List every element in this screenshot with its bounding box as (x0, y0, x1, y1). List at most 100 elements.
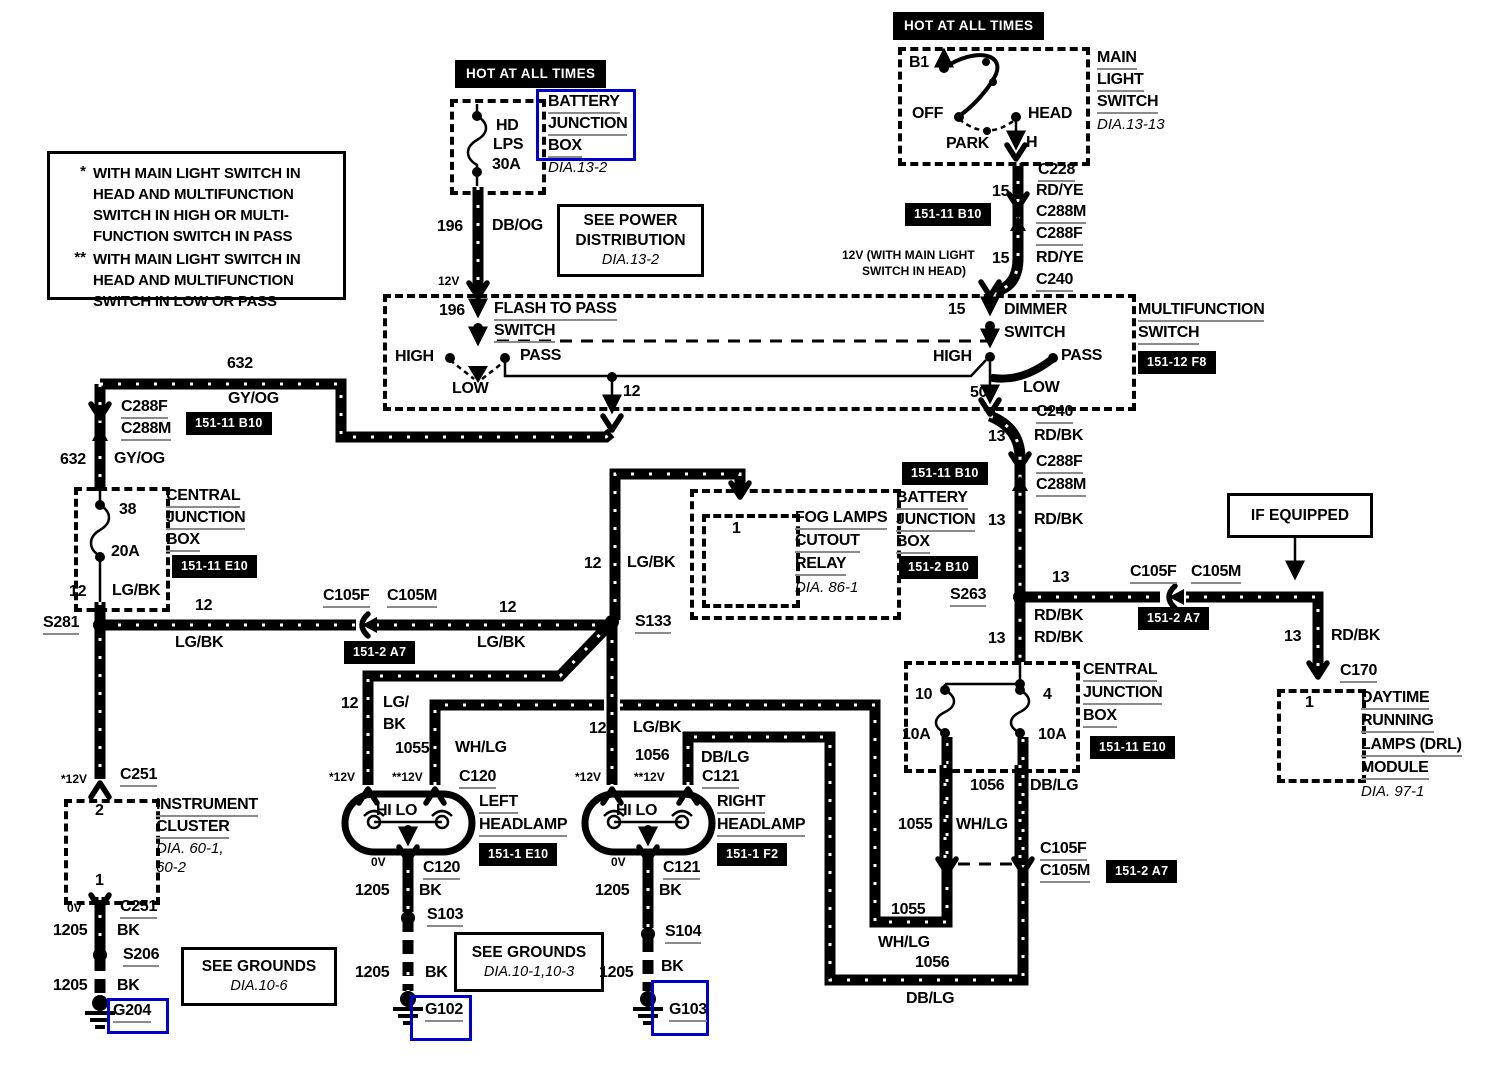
grid-151-11-e10-1: 151-11 E10 (172, 555, 257, 578)
conn-c120-1: C120 (459, 769, 496, 789)
wire-gy-og-2: GY/OG (114, 450, 165, 467)
conn-c288m-1: C288M (1036, 204, 1086, 224)
see-grounds-left-line1: SEE GROUNDS (201, 958, 317, 976)
wire-s263-right-2 (1186, 595, 1320, 672)
wire-rd-bk-3: RD/BK (1034, 607, 1084, 624)
drl-lamps: LAMPS (DRL) (1361, 737, 1462, 757)
note-marker: * (80, 163, 86, 180)
mls-main: MAIN (1097, 50, 1137, 70)
note-box: * WITH MAIN LIGHT SWITCH IN HEAD AND MUL… (47, 151, 346, 310)
wire-13-d: 13 (988, 630, 1006, 647)
dim-low: LOW (1023, 379, 1060, 396)
note-12v-head-2: SWITCH IN HEAD) (862, 264, 966, 278)
wire-bk-2: BK (425, 964, 448, 981)
cluster-dia-2: 60-2 (156, 859, 187, 876)
ftp-contact-arc (449, 359, 506, 380)
connector-glyphs (88, 142, 1330, 912)
see-grounds-center-box: SEE GROUNDS DIA.10-1,10-3 (454, 932, 604, 992)
mls-rotor (942, 53, 1000, 118)
wire-wh-lg-3: WH/LG (455, 739, 507, 756)
fog-relay-outer-outline (690, 489, 901, 620)
see-grounds-center-line1: SEE GROUNDS (471, 943, 587, 961)
wire-lg-bk-1: LG/BK (112, 582, 161, 599)
mfs-multifunction: MULTIFUNCTION (1138, 302, 1265, 322)
ftp-high: HIGH (395, 348, 434, 365)
wire-db-lg-2: DB/LG (906, 990, 955, 1007)
instrument-cluster-outline (64, 799, 160, 905)
lamp1-bulb-arc-1 (363, 809, 385, 817)
wire-rd-ye-1: RD/YE (1036, 182, 1084, 199)
heavy-wire-hatching (98, 163, 1320, 996)
drl-daytime: DAYTIME (1361, 690, 1430, 710)
lamp2-bulb-2 (674, 814, 690, 830)
conn-c105m-1: C105M (387, 588, 437, 608)
conn-c105f-3: C105F (1040, 841, 1087, 861)
main-light-switch-outline (898, 47, 1090, 166)
wire-1205-a: 1205 (355, 882, 390, 899)
wire-12-mid: 12 (623, 383, 641, 400)
wire-1055-b: 1055 (891, 901, 926, 918)
conn-c288m-3: C288M (121, 421, 171, 441)
ftp-pass: PASS (520, 347, 562, 364)
wire-13-c: 13 (1052, 569, 1070, 586)
fog-dia: DIA. 86-1 (795, 579, 859, 596)
conn-c251-1: C251 (120, 767, 157, 787)
headlamp-shapes (341, 790, 716, 856)
see-power-line2: DISTRIBUTION (575, 231, 686, 249)
wire-12-a: 12 (69, 583, 87, 600)
ftp-blade (468, 366, 488, 383)
drl-pin-1: 1 (1305, 694, 1314, 711)
lamp-hi-lo-1: HI LO (376, 802, 418, 819)
conn-c170: C170 (1340, 663, 1377, 683)
wire-12-e: 12 (341, 695, 359, 712)
splice-s263: S263 (950, 587, 986, 607)
conn-c240-2: C240 (1036, 404, 1073, 424)
wire-db-lg-3: DB/LG (701, 749, 750, 766)
cluster-pin-1: 1 (95, 872, 104, 889)
fog-relay-inner-outline (702, 514, 800, 608)
wire-wh-lg-1: WH/LG (956, 816, 1008, 833)
dim-switch: SWITCH (1004, 324, 1066, 341)
wire-rd-bk-4: RD/BK (1034, 629, 1084, 646)
conn-c288f-1: C288F (1036, 226, 1083, 246)
wire-rd-ye-feed (994, 163, 1024, 297)
dim-pass: PASS (1061, 347, 1103, 364)
see-grounds-left-dia: DIA.10-6 (230, 978, 288, 995)
dim-dimmer: DIMMER (1004, 301, 1068, 318)
wire-196-a: 196 (437, 218, 463, 235)
note-text: WITH MAIN LIGHT SWITCH IN HEAD AND MULTI… (93, 165, 301, 245)
wire-12-f: 12 (589, 720, 607, 737)
lamp1-bulb-2 (434, 814, 450, 830)
fuse-4-10a (1009, 688, 1031, 765)
note-12v-head-1: 12V (WITH MAIN LIGHT (842, 248, 975, 262)
wire-rd-ye-2: RD/YE (1036, 249, 1084, 266)
bjb2-battery: BATTERY (896, 490, 968, 510)
mls-dia: DIA.13-13 (1097, 116, 1165, 133)
wire-db-og: DB/OG (492, 217, 543, 234)
ftp-low: LOW (452, 380, 489, 397)
cluster-dia-1: DIA. 60-1, (156, 840, 224, 857)
bjb1-box: BOX (548, 138, 582, 158)
lamp2-bulb-arc-2 (671, 809, 693, 817)
thin-wires (89, 47, 1305, 866)
cjb2-junction: JUNCTION (1083, 685, 1163, 705)
fog-relay: RELAY (795, 556, 847, 576)
conn-c121-2: C121 (663, 860, 700, 880)
grid-151-2-b10: 151-2 B10 (899, 556, 979, 579)
dim-blade (989, 356, 1055, 383)
see-power-line1: SEE POWER (583, 212, 678, 230)
bjb1-dia: DIA.13-2 (548, 159, 608, 176)
splice-s103: S103 (427, 907, 463, 927)
highlight-g204 (107, 998, 169, 1034)
see-power-distribution-box: SEE POWER DISTRIBUTION DIA.13-2 (557, 204, 704, 277)
pin-0v-3: 0V (67, 901, 82, 915)
fuse-lps: LPS (493, 136, 524, 153)
cjb1-fuse-20a: 20A (111, 543, 140, 560)
fuse-10-10a (934, 684, 956, 765)
battery-junction-box-outline (450, 99, 546, 195)
wire-632-gy-og (100, 378, 615, 443)
highlight-battery-junction-box (536, 89, 636, 161)
bjb1-battery: BATTERY (548, 94, 620, 114)
